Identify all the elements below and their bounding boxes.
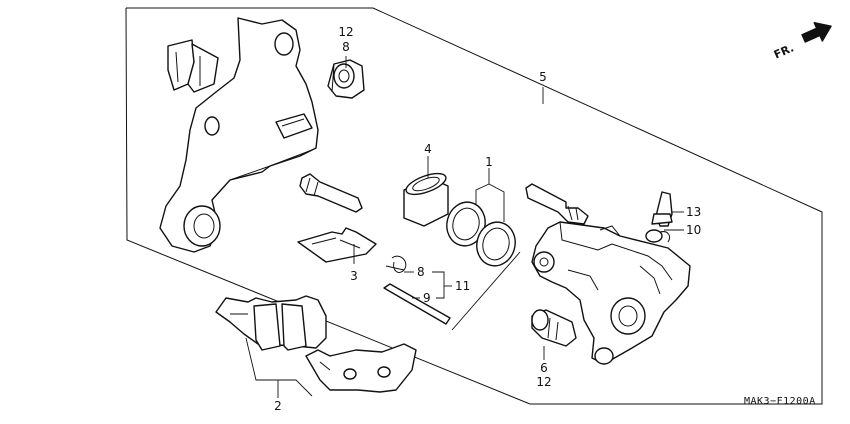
callout-11: 11 [455, 279, 470, 293]
callout-10: 10 [686, 223, 701, 237]
assembly-boundary [125, 7, 823, 405]
bleeder-valve [651, 191, 673, 227]
drawing-code: MAK3−F1200A [744, 396, 816, 407]
front-direction-label: FR. [772, 41, 796, 61]
front-direction-arrow [801, 22, 832, 43]
bracket-boot-nut [327, 59, 365, 99]
slide-pin-left [299, 173, 363, 213]
callout-1: 1 [485, 155, 493, 169]
callout-2: 2 [274, 399, 282, 413]
bleeder-cap [645, 229, 671, 243]
callout-6: 6 [540, 361, 548, 375]
callout-3: 3 [350, 269, 358, 283]
callout-7-12: 8 [342, 40, 350, 54]
pad-pin-and-clip [383, 255, 451, 325]
callout-8: 8 [417, 265, 425, 279]
callout-6-12: 12 [536, 375, 551, 389]
brake-pad-rear [305, 343, 417, 393]
pad-retainer-clip [167, 39, 219, 93]
banjo-bolt [531, 309, 577, 347]
callout-5: 5 [539, 70, 547, 84]
caliper-bracket [159, 17, 319, 253]
callout-4: 4 [424, 142, 432, 156]
caliper-piston [403, 172, 449, 227]
callout-7: 12 [338, 25, 353, 39]
brake-pad-front [215, 295, 327, 351]
callout-9: 9 [423, 291, 431, 305]
pad-spring [297, 227, 377, 263]
slide-pin-right [525, 183, 589, 225]
caliper-body [531, 221, 691, 365]
callout-13: 13 [686, 205, 701, 219]
piston-seals [446, 201, 516, 267]
leader-lines [245, 56, 684, 398]
